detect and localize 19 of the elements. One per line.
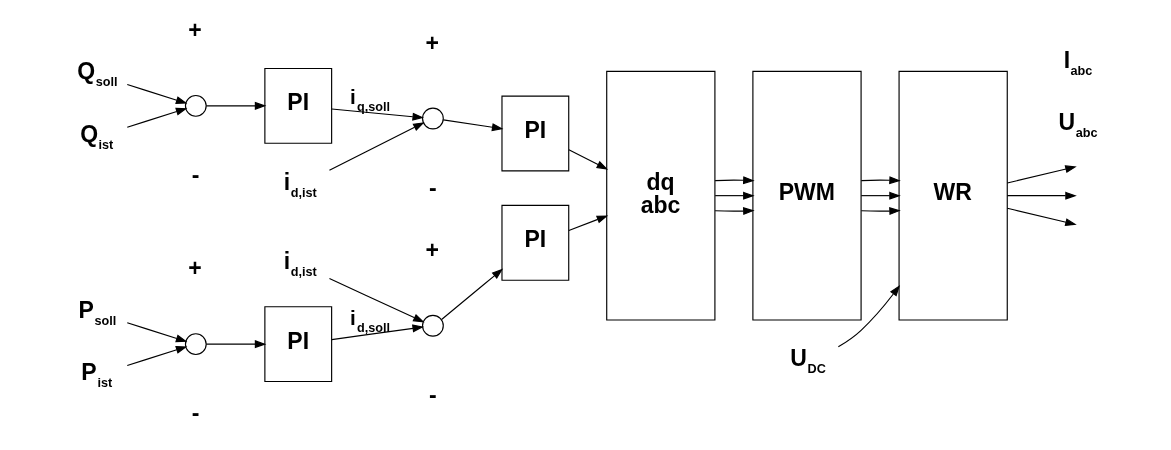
label: - [191, 161, 199, 188]
label: + [424, 236, 439, 263]
label: I$_{abc}$ [1063, 46, 1092, 78]
label: U$_{abc}$ [1057, 109, 1098, 141]
label: + [187, 16, 202, 43]
node-text: P$_{soll}$ [77, 296, 116, 328]
edge-label: i$_{q,soll}$ [349, 85, 390, 115]
edge-label: i$_{d,soll}$ [349, 306, 390, 336]
label: - [428, 174, 437, 201]
node-text: Q$_{soll}$ [76, 58, 117, 90]
label: - [428, 381, 437, 408]
label: + [424, 29, 439, 56]
node-text: Q$_{ist}$ [79, 120, 113, 152]
node-text: U$_{DC}$ [789, 345, 826, 376]
node-text: i$_{d,ist}$ [283, 168, 317, 200]
node-text: i$_{d,ist}$ [283, 248, 317, 280]
label: - [191, 400, 199, 427]
label: + [187, 255, 202, 282]
node-text: P$_{ist}$ [80, 358, 112, 390]
